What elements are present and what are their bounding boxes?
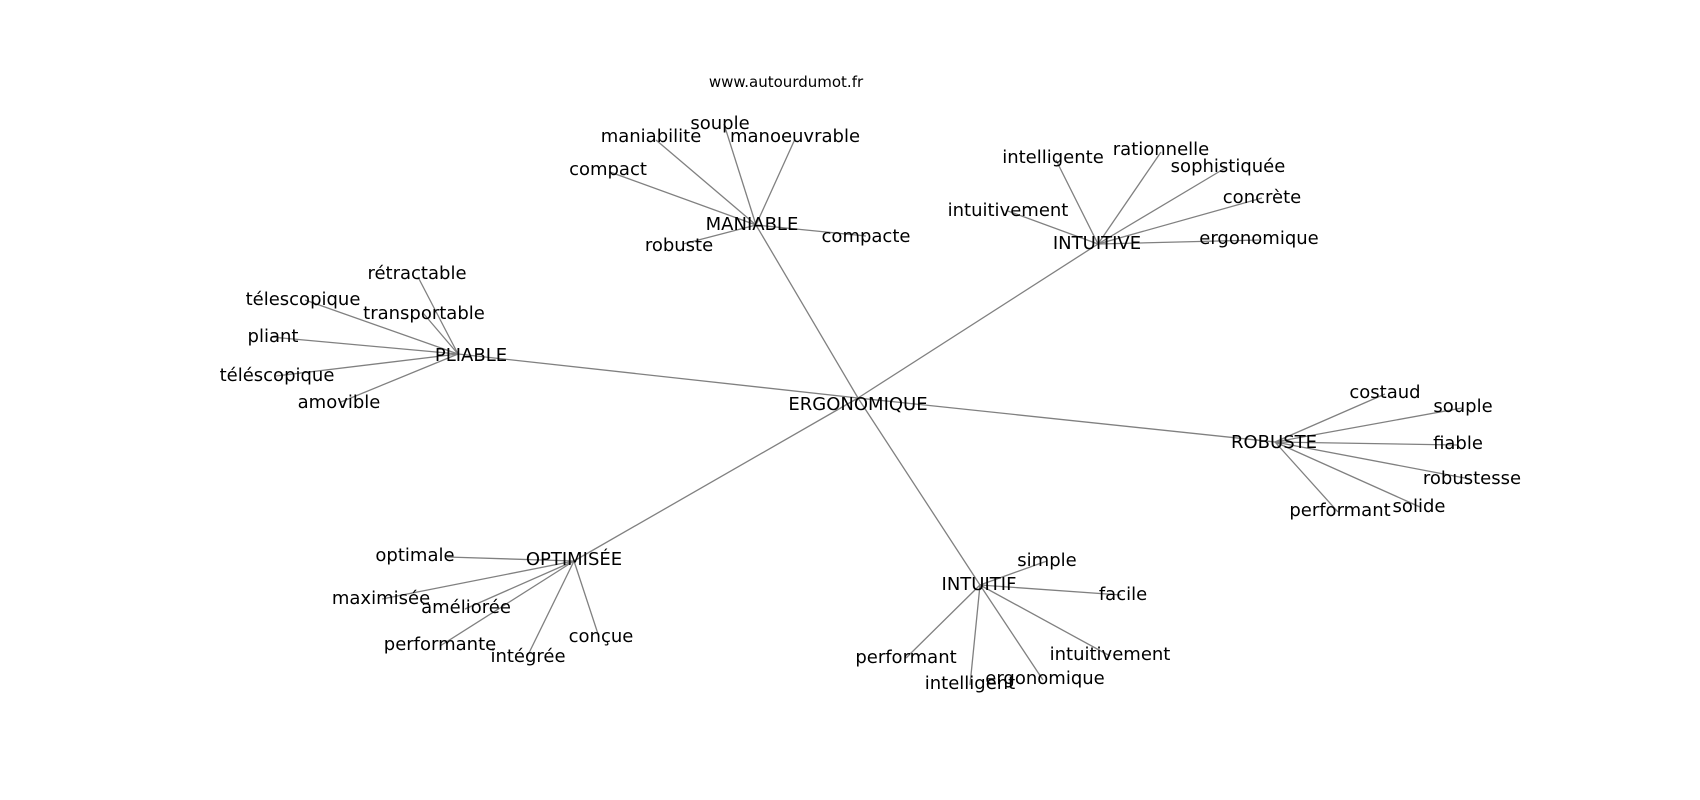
- leaf-node-r-solide: solide: [1393, 496, 1446, 517]
- leaf-node-p-telescopique2: téléscopique: [220, 365, 335, 386]
- edge-robuste-hub-r-robustesse: [1274, 441, 1471, 480]
- leaf-node-t-intuitivement: intuitivement: [1050, 644, 1171, 665]
- leaf-node-o-concue: conçue: [569, 626, 634, 647]
- leaf-node-t-simple: simple: [1017, 550, 1076, 571]
- edge-robuste-hub-r-costaud: [1274, 393, 1386, 443]
- leaf-node-t-intelligent: intelligent: [925, 673, 1016, 694]
- leaf-node-o-amelioree: améliorée: [421, 597, 511, 618]
- edge-optimisee-o-amelioree: [464, 560, 575, 610]
- leaf-node-p-retractable: rétractable: [367, 263, 466, 284]
- leaf-node-m-compact: compact: [569, 159, 647, 180]
- leaf-node-t-facile: facile: [1099, 584, 1147, 605]
- leaf-node-o-integree: intégrée: [490, 646, 565, 667]
- edge-robuste-hub-r-solide: [1274, 441, 1421, 508]
- edge-pliable-p-telescopique2: [275, 353, 459, 377]
- edge-pliable-p-telescopique: [304, 299, 459, 355]
- edge-maniable-m-robuste: [682, 224, 757, 245]
- leaf-node-i-concrete: concrète: [1223, 187, 1301, 208]
- leaf-node-p-amovible: amovible: [298, 392, 381, 413]
- leaf-node-t-ergonomique: ergonomique: [985, 668, 1104, 689]
- edge-ergonomique-robuste-hub: [857, 397, 1276, 443]
- leaf-node-m-compacte: compacte: [822, 226, 911, 247]
- edge-pliable-p-retractable: [417, 276, 459, 355]
- edge-maniable-m-compacte: [755, 224, 867, 237]
- site-watermark: www.autourdumot.fr: [708, 73, 864, 91]
- edge-ergonomique-optimisee: [573, 397, 859, 562]
- hub-node-optimisee: OPTIMISÉE: [526, 548, 622, 570]
- leaf-node-i-rationnelle: rationnelle: [1113, 139, 1209, 160]
- edge-robuste-hub-r-souple: [1274, 407, 1463, 443]
- edge-intuitif-t-intuitivement: [979, 584, 1111, 657]
- leaf-node-i-intelligente: intelligente: [1002, 147, 1104, 168]
- leaf-node-i-intuitivement: intuitivement: [948, 200, 1069, 221]
- leaf-node-r-souple: souple: [1433, 396, 1492, 417]
- hub-node-robuste-hub: ROBUSTE: [1231, 432, 1317, 453]
- edge-maniable-m-maniabilite: [655, 139, 757, 226]
- leaf-node-r-robustesse: robustesse: [1423, 468, 1521, 489]
- edge-intuitive-i-sophistiquee: [1097, 166, 1228, 245]
- edge-ergonomique-pliable: [457, 353, 859, 399]
- graph-edges: [270, 123, 1471, 686]
- edge-maniable-m-compact: [609, 171, 757, 226]
- leaf-node-p-telescopique: télescopique: [246, 289, 361, 310]
- edge-optimisee-o-integree: [526, 560, 575, 658]
- edge-intuitive-i-rationnelle: [1097, 151, 1162, 245]
- edge-ergonomique-intuitive: [857, 243, 1099, 399]
- leaf-node-o-performante: performante: [384, 634, 496, 655]
- leaf-node-o-optimale: optimale: [375, 545, 454, 566]
- graph-labels: ERGONOMIQUE MANIABLE INTUITIVE PLIABLE ROBUS…: [220, 113, 1522, 694]
- edge-pliable-p-amovible: [340, 353, 459, 403]
- leaf-node-r-performant: performant: [1289, 500, 1390, 521]
- edge-robuste-hub-r-performant: [1274, 441, 1339, 513]
- edge-intuitive-i-intelligente: [1055, 159, 1099, 245]
- edge-intuitif-t-performant: [905, 584, 981, 659]
- edge-ergonomique-intuitif: [857, 397, 981, 586]
- hub-node-pliable: PLIABLE: [435, 345, 507, 366]
- leaf-node-m-manoeuvrable: manoeuvrable: [730, 126, 860, 147]
- edge-intuitive-i-concrete: [1097, 197, 1263, 245]
- hub-node-intuitive: INTUITIVE: [1053, 233, 1141, 254]
- edge-ergonomique-maniable: [755, 224, 859, 399]
- edge-pliable-p-pliant: [270, 336, 459, 355]
- leaf-node-r-costaud: costaud: [1349, 382, 1420, 403]
- edge-optimisee-o-optimale: [446, 556, 575, 562]
- edge-intuitif-t-simple: [979, 560, 1048, 586]
- hub-node-ergonomique: ERGONOMIQUE: [788, 394, 927, 415]
- leaf-node-m-robuste: robuste: [645, 235, 713, 256]
- edge-optimisee-o-performante: [439, 560, 575, 647]
- edge-intuitif-t-facile: [979, 584, 1122, 596]
- edge-robuste-hub-r-fiable: [1274, 441, 1458, 446]
- leaf-node-m-souple: souple: [690, 113, 749, 134]
- edge-intuitif-t-ergonomique: [979, 584, 1044, 681]
- edge-intuitive-i-ergonomique: [1097, 239, 1260, 245]
- leaf-node-r-fiable: fiable: [1433, 433, 1483, 454]
- leaf-node-m-maniabilite: maniabilite: [601, 126, 702, 147]
- leaf-node-i-ergonomique: ergonomique: [1199, 228, 1318, 249]
- leaf-node-o-maximisee: maximisée: [332, 588, 430, 609]
- hub-node-intuitif: INTUITIF: [942, 574, 1017, 595]
- edge-optimisee-o-concue: [573, 560, 600, 638]
- edge-intuitive-i-intuitivement: [1007, 210, 1099, 245]
- leaf-node-t-performant: performant: [855, 647, 956, 668]
- edge-pliable-p-transportable: [422, 312, 459, 355]
- edge-maniable-m-souple: [723, 123, 757, 226]
- leaf-node-p-pliant: pliant: [248, 326, 299, 347]
- hub-node-maniable: MANIABLE: [706, 214, 799, 235]
- edge-intuitif-t-intelligent: [969, 584, 981, 686]
- leaf-node-p-transportable: transportable: [363, 303, 485, 324]
- leaf-node-i-sophistiquee: sophistiquée: [1171, 156, 1286, 177]
- edge-optimisee-o-maximisee: [381, 560, 575, 600]
- edge-maniable-m-manoeuvrable: [755, 138, 796, 226]
